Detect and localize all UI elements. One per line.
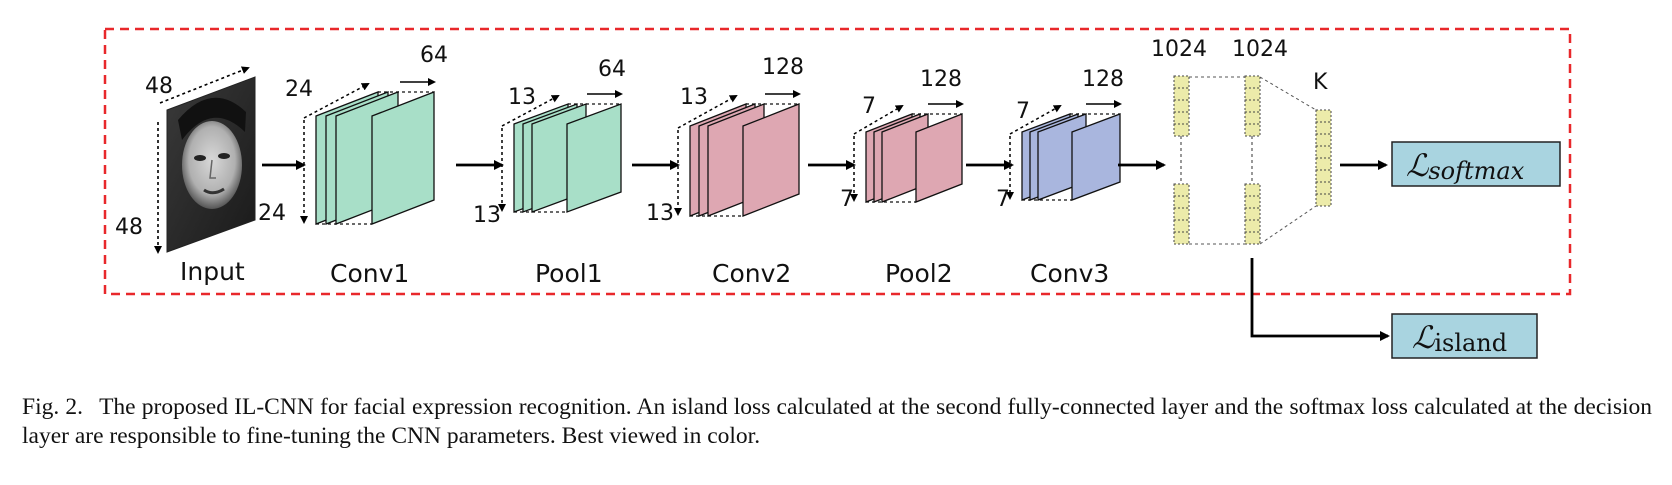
layer-name-label: Conv2 <box>712 259 791 288</box>
layer-spatial-top-label: 7 <box>862 94 876 119</box>
neuron-cell <box>1315 133 1332 147</box>
neuron-cell <box>1244 207 1261 221</box>
neuron-cell <box>1173 219 1190 233</box>
layer-channels-label: 128 <box>1082 67 1124 92</box>
neuron-cell <box>1315 109 1332 123</box>
neuron-cell <box>1173 231 1190 245</box>
layer-spatial-top-label: 7 <box>1016 99 1030 124</box>
neuron-cell <box>1244 219 1261 233</box>
spatial-width-arrow <box>677 95 738 129</box>
layer-channels-label: 64 <box>598 57 626 82</box>
layer-name-label: Pool1 <box>535 259 603 288</box>
arrow-fc2-island <box>1250 258 1390 341</box>
feature-map-sheet <box>566 103 622 213</box>
layer-name-label: Conv1 <box>330 259 409 288</box>
neuron-cell <box>1173 123 1190 137</box>
layer-channels-label: 128 <box>762 55 804 80</box>
softmax-loss-subscript: softmax <box>1428 157 1524 185</box>
feature-map-sheet <box>1071 113 1121 201</box>
layer-channels-label: 128 <box>920 67 962 92</box>
layer-channels-label: 64 <box>420 43 448 68</box>
neuron-cell <box>1315 145 1332 159</box>
softmax-loss-symbol: ℒ <box>1406 148 1429 184</box>
input-image <box>166 76 256 253</box>
neuron-cell <box>1244 87 1261 101</box>
layer-spatial-top-label: 13 <box>508 85 536 110</box>
neuron-cell <box>1244 99 1261 113</box>
layer-spatial-bottom-label: 13 <box>646 201 674 226</box>
svg-text:ℒisland: ℒisland <box>1412 320 1507 357</box>
layer-spatial-bottom-label: 7 <box>996 187 1010 212</box>
layer-spatial-top-label: 13 <box>680 85 708 110</box>
spatial-width-arrow <box>501 95 560 127</box>
fc1-size-label: 1024 <box>1151 37 1207 62</box>
neuron-cell <box>1173 99 1190 113</box>
spatial-width-arrow <box>303 83 370 119</box>
layer-spatial-bottom-label: 24 <box>258 201 286 226</box>
island-loss-symbol: ℒ <box>1412 320 1435 356</box>
neuron-cell <box>1173 183 1190 197</box>
neuron-cell <box>1244 183 1261 197</box>
flow-arrows <box>262 160 1390 341</box>
layer-spatial-top-label: 24 <box>285 77 313 102</box>
neuron-cell <box>1315 181 1332 195</box>
caption-text: The proposed IL-CNN for facial expressio… <box>22 394 1652 449</box>
input-width-arrow <box>159 66 250 104</box>
neuron-cell <box>1173 87 1190 101</box>
neuron-cell <box>1173 195 1190 209</box>
feature-map-sheet <box>915 113 963 203</box>
neuron-cell <box>1244 231 1261 245</box>
neuron-cell <box>1315 121 1332 135</box>
neuron-cell <box>1244 111 1261 125</box>
caption-figure-number: Fig. 2. <box>22 394 84 420</box>
feature-map-sheet <box>371 91 435 225</box>
softmax-loss-box: ℒsoftmax <box>1391 141 1561 187</box>
network-boundary <box>103 27 1572 296</box>
fc-connection <box>1259 205 1317 245</box>
neuron-cell <box>1244 75 1261 89</box>
fc2-size-label: 1024 <box>1232 37 1288 62</box>
layer-name-label: Conv3 <box>1030 259 1109 288</box>
fc-connection <box>1259 76 1317 111</box>
neuron-cell <box>1315 169 1332 183</box>
island-loss-subscript: island <box>1434 329 1507 357</box>
neuron-cell <box>1315 193 1332 207</box>
layer-name-label: Pool2 <box>885 259 953 288</box>
layer-spatial-bottom-label: 7 <box>840 187 854 212</box>
layer-spatial-bottom-label: 13 <box>473 203 501 228</box>
neuron-cell <box>1244 123 1261 137</box>
input-width-label: 48 <box>145 74 173 99</box>
decision-layer-label: K <box>1313 70 1328 95</box>
neuron-cell <box>1173 75 1190 89</box>
neuron-cell <box>1315 157 1332 171</box>
figure-caption: Fig. 2.The proposed IL-CNN for facial ex… <box>22 393 1652 451</box>
neuron-cell <box>1173 111 1190 125</box>
svg-text:ℒsoftmax: ℒsoftmax <box>1406 148 1525 185</box>
feature-map-sheet <box>742 103 800 217</box>
input-label: Input <box>180 257 245 286</box>
island-loss-box: ℒisland <box>1391 313 1538 359</box>
neuron-cell <box>1244 195 1261 209</box>
neuron-cell <box>1173 207 1190 221</box>
input-height-label: 48 <box>115 215 143 240</box>
fully-connected-layers <box>1173 75 1332 245</box>
